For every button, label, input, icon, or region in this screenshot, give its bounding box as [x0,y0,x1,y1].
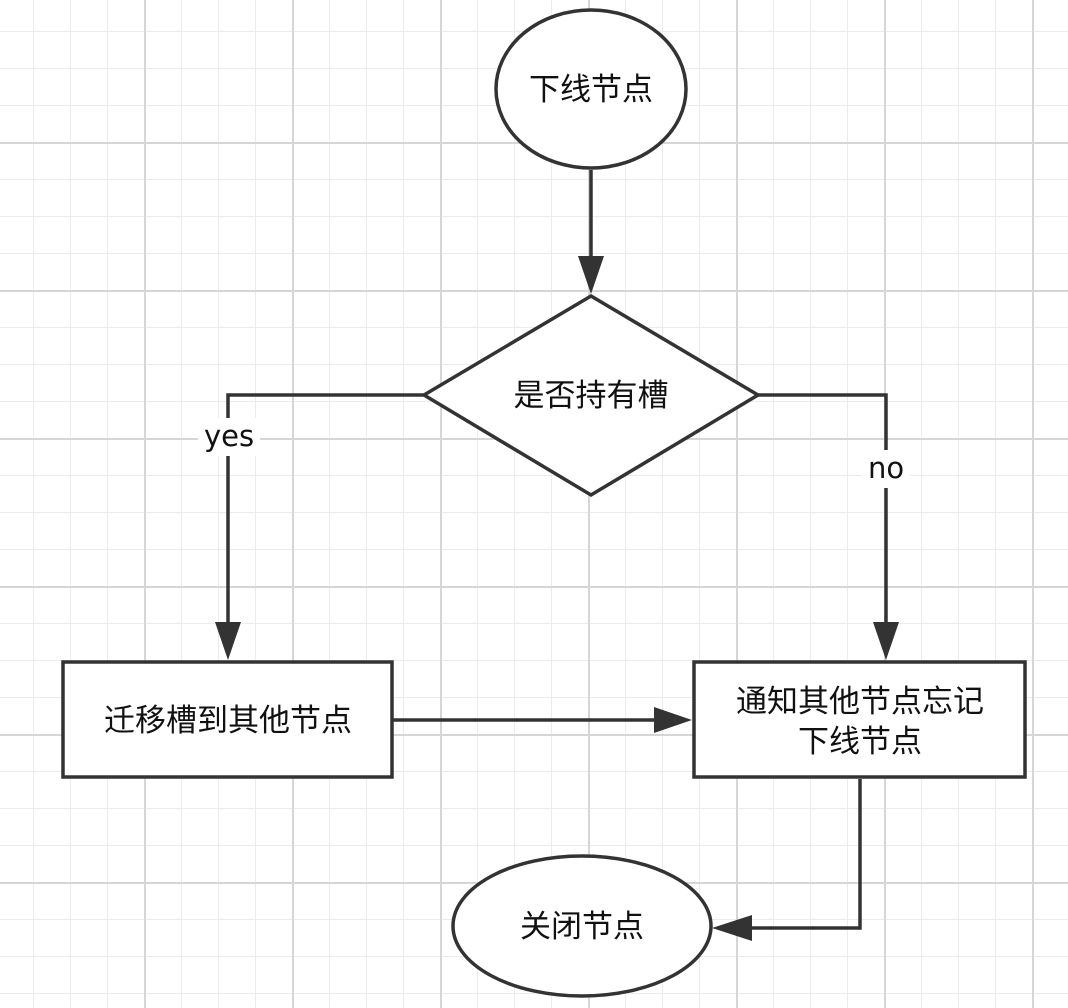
edge-decision-to-notify [758,393,899,660]
node-migrate: 迁移槽到其他节点 [61,660,394,779]
edge-notify-to-close [712,779,862,941]
node-close-label: 关闭节点 [520,909,644,945]
arrowhead-right-icon [654,707,692,733]
node-decision: 是否持有槽 [420,293,762,498]
arrowhead-down-icon [215,622,241,660]
edge-start-to-decision [578,170,604,294]
node-start-label: 下线节点 [529,72,653,108]
node-close: 关闭节点 [451,854,713,998]
edge-label-yes: yes [198,418,260,456]
edge-migrate-to-notify [392,707,692,733]
node-decision-label: 是否持有槽 [514,378,669,414]
node-migrate-label: 迁移槽到其他节点 [104,703,352,739]
edge-decision-to-migrate [215,393,424,660]
arrowhead-left-icon [712,915,752,941]
arrowhead-down-icon [873,622,899,660]
node-start: 下线节点 [494,8,688,170]
node-notify-label-line2: 下线节点 [798,724,922,760]
node-notify: 通知其他节点忘记 下线节点 [692,660,1027,779]
edge-label-no-text: no [868,451,904,485]
arrowhead-down-icon [578,256,604,294]
edge-label-no: no [862,450,910,488]
edge-label-yes-text: yes [204,419,254,453]
node-notify-label-line1: 通知其他节点忘记 [736,684,984,720]
